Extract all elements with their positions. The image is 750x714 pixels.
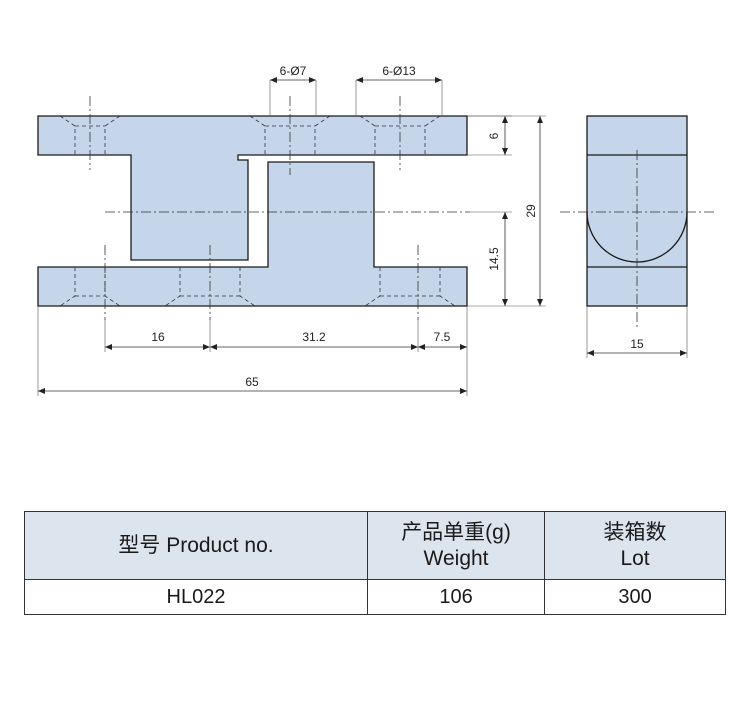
dim-total-height: 29 xyxy=(467,115,546,307)
dim-edge-offset-label: 7.5 xyxy=(434,330,451,344)
header-weight-cn: 产品单重(g) xyxy=(401,520,511,544)
cell-lot: 300 xyxy=(544,579,726,615)
header-weight-en: Weight xyxy=(423,546,489,570)
cell-weight: 106 xyxy=(366,579,546,615)
dim-side-width-label: 15 xyxy=(630,337,644,351)
spec-table: 型号 Product no. 产品单重(g) Weight 装箱数 Lot HL… xyxy=(24,511,726,615)
dim-total-height-label: 29 xyxy=(524,204,538,218)
header-product-label: 型号 Product no. xyxy=(118,533,274,557)
dim-hole-spacing-1-label: 16 xyxy=(151,330,165,344)
technical-drawing: 6-Ø7 6-Ø13 6 29 xyxy=(37,64,715,396)
header-weight: 产品单重(g) Weight xyxy=(366,511,546,580)
header-lot-en: Lot xyxy=(620,546,650,570)
hole-callout-small: 6-Ø7 xyxy=(269,64,317,116)
top-plate-holes xyxy=(59,115,441,155)
center-lines xyxy=(89,96,470,320)
side-view: 15 xyxy=(560,115,715,358)
dim-half-height: 14.5 xyxy=(470,211,512,306)
dim-total-length-label: 65 xyxy=(245,375,259,389)
dim-plate-thickness: 6 xyxy=(467,115,512,156)
lower-leaf xyxy=(37,161,468,307)
dim-hole-spacing: 16 31.2 7.5 xyxy=(37,306,468,396)
dim-hole-spacing-2-label: 31.2 xyxy=(302,330,326,344)
front-view: 6-Ø7 6-Ø13 6 29 xyxy=(37,64,546,396)
cell-product: HL022 xyxy=(24,579,368,615)
hole-callout-small-label: 6-Ø7 xyxy=(280,64,307,78)
dim-total-length: 65 xyxy=(38,375,467,394)
header-lot-cn: 装箱数 xyxy=(603,520,667,544)
header-lot: 装箱数 Lot xyxy=(544,511,726,580)
dim-side-width: 15 xyxy=(586,306,688,358)
header-product: 型号 Product no. xyxy=(24,511,368,580)
upper-leaf xyxy=(37,115,468,261)
hole-callout-large: 6-Ø13 xyxy=(355,64,443,116)
table-header-row: 型号 Product no. 产品单重(g) Weight 装箱数 Lot xyxy=(24,511,726,580)
dim-half-height-label: 14.5 xyxy=(487,247,501,271)
table-row: HL022 106 300 xyxy=(24,579,726,615)
hole-callout-large-label: 6-Ø13 xyxy=(382,64,416,78)
dim-plate-thickness-label: 6 xyxy=(487,132,501,139)
